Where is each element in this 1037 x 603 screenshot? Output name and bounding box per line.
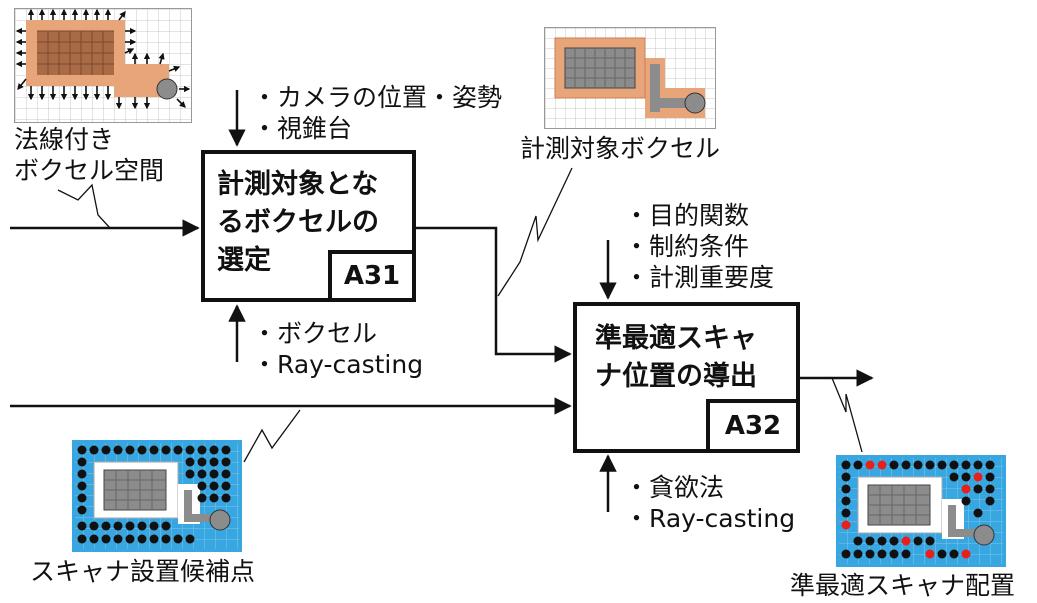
scanner-candidates-image [72, 440, 242, 552]
a32-controls: ・目的関数 ・制約条件 ・計測重要度 [624, 201, 775, 292]
output-label-scanner-layout: 準最適スキャナ配置 [790, 571, 1016, 600]
activity-box-a32: 準最適スキャ ナ位置の導出 A32 [573, 302, 800, 453]
input-label-voxel-space: 法線付き ボクセル空間 [14, 125, 165, 185]
a31-code: A31 [328, 250, 412, 298]
leader-target-voxels [497, 167, 573, 297]
leader-candidates [243, 409, 301, 463]
leader-output [831, 377, 863, 453]
a32-code: A32 [706, 399, 796, 449]
flow-arrow-a31-a32 [416, 226, 572, 363]
a32-title: 準最適スキャ ナ位置の導出 [595, 323, 757, 392]
a31-title: 計測対象とな るボクセルの 選定 [217, 169, 379, 276]
input-label-scanner-candidates: スキャナ設置候補点 [30, 557, 256, 586]
intermediate-label-target-voxels: 計測対象ボクセル [520, 134, 721, 163]
voxel-space-image [14, 8, 192, 123]
a32-mechanisms: ・貪欲法 ・Ray-casting [624, 473, 796, 533]
activity-box-a31: 計測対象とな るボクセルの 選定 A31 [201, 150, 416, 302]
a31-controls: ・カメラの位置・姿勢 ・視錐台 [252, 83, 503, 143]
target-voxels-image [544, 27, 716, 129]
scanner-layout-image [836, 455, 1006, 567]
leader-voxel-space [57, 183, 111, 229]
a31-mechanisms: ・ボクセル ・Ray-casting [252, 319, 424, 379]
